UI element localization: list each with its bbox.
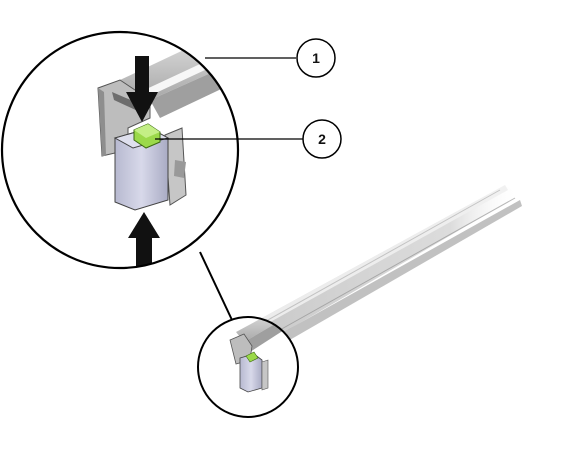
push-up-arrow <box>128 212 160 268</box>
callout-1: 1 <box>205 38 336 78</box>
callout-1-number: 1 <box>312 50 320 66</box>
callout-2-number: 2 <box>318 131 326 147</box>
callout-2: 2 <box>155 119 342 159</box>
push-down-arrow <box>126 56 158 122</box>
slide-rail <box>240 185 522 356</box>
magnified-view <box>0 30 240 270</box>
detail-location-view <box>197 316 299 418</box>
zoom-connector-line <box>199 251 233 321</box>
release-button <box>133 123 161 149</box>
